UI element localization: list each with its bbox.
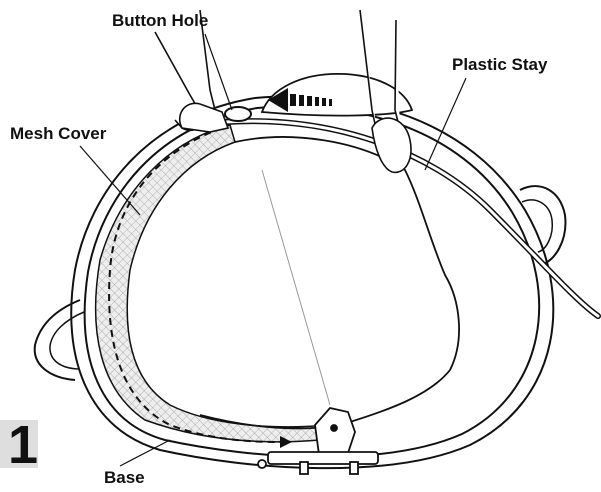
mesh-cover-label: Mesh Cover (10, 125, 106, 142)
button-hole (225, 107, 251, 121)
base-label: Base (104, 469, 145, 486)
button-hole-label: Button Hole (112, 12, 208, 29)
right-handle (520, 186, 565, 265)
cover-inner-edge (200, 137, 459, 428)
plastic-stay-label: Plastic Stay (452, 56, 547, 73)
step-number: 1 (0, 420, 38, 468)
